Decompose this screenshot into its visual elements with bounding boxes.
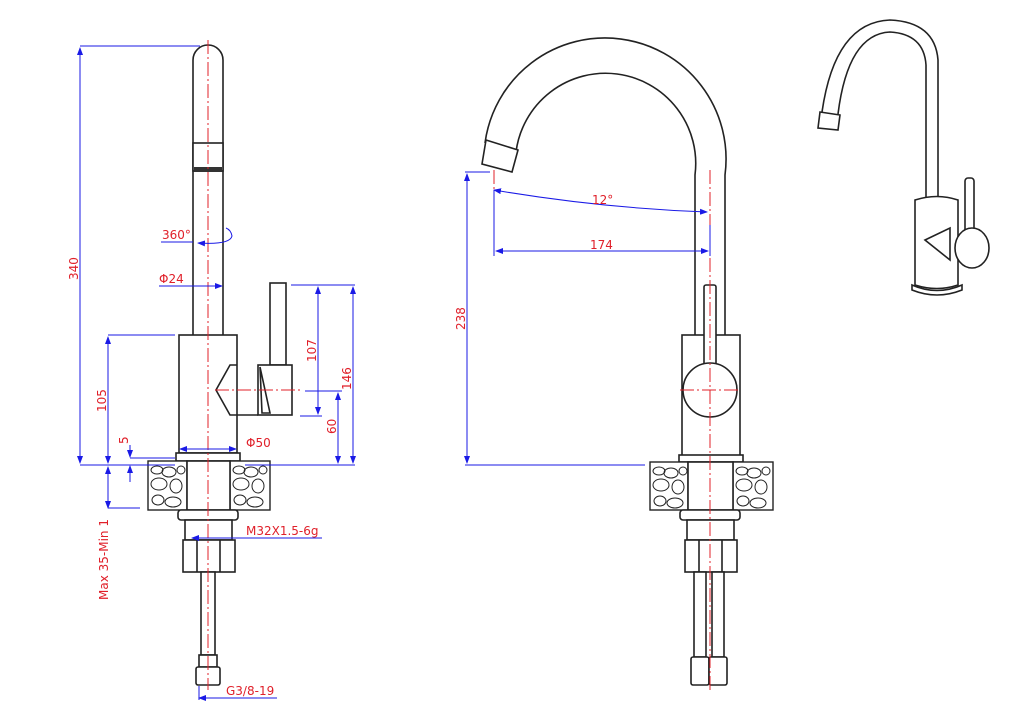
- perspective-knob: [954, 227, 990, 269]
- dim-countertop-thickness: Max 35-Min 1: [97, 519, 111, 600]
- dim-spout-reach: 174: [590, 238, 613, 252]
- dim-spout-diameter: Φ24: [159, 272, 184, 286]
- perspective-view: [817, 19, 990, 296]
- dim-body-diameter: Φ50: [246, 436, 271, 450]
- handle-lever: [269, 282, 287, 366]
- perspective-spout: [821, 19, 939, 198]
- dim-handle-axis: 60: [325, 419, 339, 434]
- perspective-lever: [964, 177, 975, 234]
- front-view: 340 360° Φ24 105 5 Φ50 107 146 60 Max 35…: [67, 40, 356, 701]
- dim-thread: M32X1.5-6g: [246, 524, 319, 538]
- dim-base-thickness: 5: [117, 436, 131, 444]
- dim-hose-thread: G3/8-19: [226, 684, 274, 698]
- spout-tip: [481, 138, 519, 173]
- dim-rotation: 360°: [162, 228, 191, 242]
- dim-body-height: 105: [95, 389, 109, 412]
- dim-handle-height: 107: [305, 339, 319, 362]
- dim-handle-total: 146: [340, 367, 354, 390]
- gooseneck-spout: [484, 37, 727, 335]
- dim-spout-angle: 12°: [592, 193, 613, 207]
- dim-height-340: 340: [67, 257, 81, 280]
- dim-spout-height: 238: [454, 307, 468, 330]
- perspective-body: [914, 195, 959, 290]
- mounting-nut: [182, 539, 236, 573]
- side-view: 12° 174 238: [454, 37, 774, 690]
